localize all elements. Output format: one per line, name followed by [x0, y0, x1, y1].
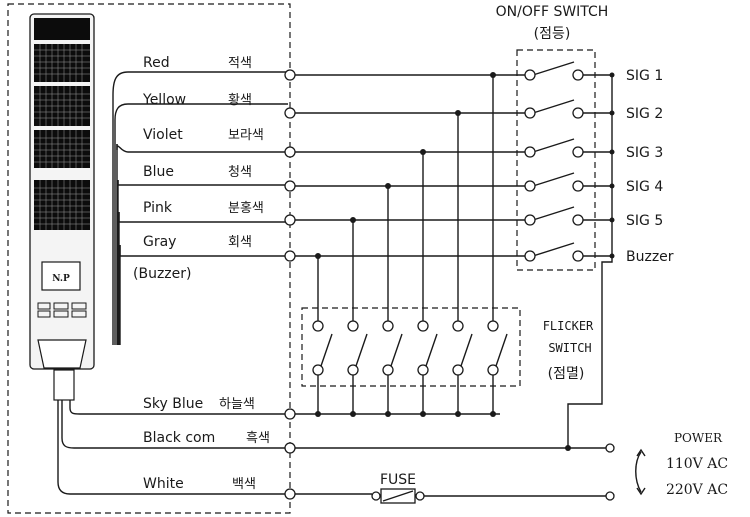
wire-labels: Red 적색 Yellow 황색 Violet 보라색 Blue 청색 Pink…	[133, 55, 270, 492]
flicker-switch-korean: (점멸)	[548, 366, 585, 382]
signal-label-2: SIG 2	[626, 106, 663, 122]
wire-label-blue-ko: 청색	[228, 165, 252, 180]
signal-label-3: SIG 3	[626, 145, 663, 161]
wire-label-sky-blue: Sky Blue	[143, 396, 203, 412]
on-off-switch-subtitle: (점등)	[534, 26, 571, 42]
buzzer-note: (Buzzer)	[133, 266, 191, 282]
wire-label-black-com-ko: 흑색	[246, 431, 270, 446]
power-input: POWER 110V AC 220V AC	[605, 431, 728, 501]
wire-label-yellow: Yellow	[142, 92, 186, 108]
wire-label-pink: Pink	[143, 200, 173, 216]
wire-label-blue: Blue	[143, 164, 174, 180]
terminal-block	[284, 69, 296, 500]
signal-label-5: SIG 5	[626, 213, 663, 229]
wire-label-sky-blue-ko: 하늘색	[219, 397, 255, 412]
power-voltage-220: 220V AC	[666, 482, 728, 498]
flicker-switch: FLICKER SWITCH (점멸)	[301, 307, 594, 387]
signal-label-4: SIG 4	[626, 179, 663, 195]
flicker-taps	[317, 75, 494, 414]
fuse-label: FUSE	[380, 472, 416, 488]
wire-label-violet-ko: 보라색	[228, 128, 264, 143]
wire-label-yellow-ko: 황색	[228, 93, 252, 108]
wire-bundle	[112, 71, 288, 345]
wire-label-gray-ko: 회색	[228, 235, 252, 250]
tower-label: N.P	[52, 274, 70, 284]
wire-label-red-ko: 적색	[228, 56, 252, 71]
power-voltage-110: 110V AC	[666, 456, 728, 472]
tower-base-wires	[57, 400, 288, 495]
on-off-switch-title: ON/OFF SWITCH	[496, 4, 609, 20]
tower-enclosure	[7, 3, 291, 514]
wire-label-pink-ko: 분홍색	[228, 201, 264, 216]
power-label: POWER	[674, 431, 723, 445]
wire-label-black-com: Black com	[143, 430, 215, 446]
flicker-switch-title: FLICKER	[543, 319, 594, 333]
signal-label-buzzer: Buzzer	[626, 249, 674, 265]
wire-label-gray: Gray	[143, 234, 176, 250]
wire-label-violet: Violet	[143, 127, 183, 143]
signal-tower: N.P	[29, 13, 95, 401]
flicker-switch-subtitle: SWITCH	[548, 341, 591, 355]
wire-label-white-ko: 백색	[232, 477, 256, 492]
on-off-switch: ON/OFF SWITCH (점등)	[496, 4, 674, 448]
wire-label-red: Red	[143, 55, 170, 71]
signal-label-1: SIG 1	[626, 68, 663, 84]
fuse: FUSE	[371, 472, 610, 504]
signal-wires	[292, 74, 610, 495]
wire-label-white: White	[143, 476, 184, 492]
